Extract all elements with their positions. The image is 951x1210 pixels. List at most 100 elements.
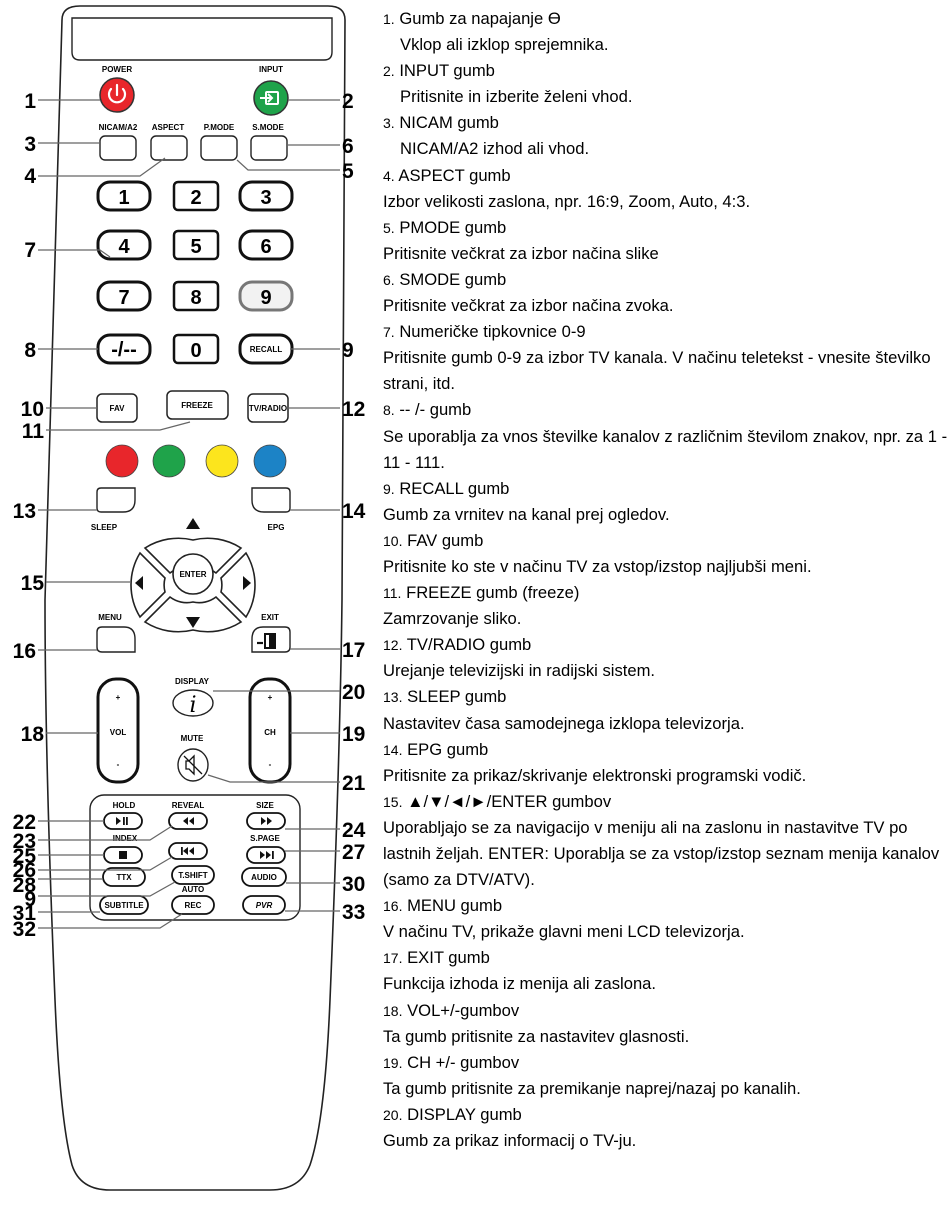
volume-rocker[interactable] xyxy=(96,677,140,784)
description-list: 1. Gumb za napajanje Ө Vklop ali izklop … xyxy=(383,6,949,1154)
callout-9: 9 xyxy=(342,339,354,362)
audio-button[interactable] xyxy=(241,867,287,887)
digit-4-button[interactable] xyxy=(96,229,152,261)
callout-21: 21 xyxy=(342,772,366,795)
desc-3-body: NICAM/A2 izhod ali vhod. xyxy=(400,139,590,159)
digit-2-button[interactable] xyxy=(172,180,220,212)
callout-12: 12 xyxy=(342,398,365,421)
subtitle-label: SUBTITLE xyxy=(104,901,144,910)
desc-2-title: 2. INPUT gumb xyxy=(383,61,495,81)
nicam-label: NICAM/A2 xyxy=(99,123,138,132)
freeze-button[interactable] xyxy=(166,390,229,420)
play-pause-icon xyxy=(116,817,128,825)
red-key[interactable] xyxy=(105,444,139,478)
enter-label: ENTER xyxy=(179,570,206,579)
desc-6-body: Pritisnite večkrat za izbor načina zvoka… xyxy=(383,296,674,316)
enter-button[interactable] xyxy=(172,553,214,595)
right-arrow-icon xyxy=(243,576,251,590)
desc-12-title: 12. TV/RADIO gumb xyxy=(383,635,532,655)
desc-1-title: 1. Gumb za napajanje Ө xyxy=(383,9,561,28)
callout-leader-lines xyxy=(38,99,340,929)
digit-6-button[interactable] xyxy=(238,229,294,261)
up-arrow-icon xyxy=(186,518,200,529)
freeze-label: FREEZE xyxy=(181,401,213,410)
volume-label: VOL xyxy=(110,728,127,737)
digit-0-label: 0 xyxy=(190,340,201,362)
rec-button[interactable] xyxy=(171,895,215,915)
callout-18: 18 xyxy=(21,723,45,746)
left-key[interactable] xyxy=(130,551,166,619)
dash-label: -/-- xyxy=(111,339,137,361)
fav-label: FAV xyxy=(110,404,126,413)
digit-9-button[interactable] xyxy=(238,280,294,312)
remote-top-window xyxy=(71,17,333,61)
desc-11-title: 11. FREEZE gumb (freeze) xyxy=(383,583,580,603)
desc-9-title: 9. RECALL gumb xyxy=(383,478,510,498)
spage-label: S.PAGE xyxy=(250,834,280,843)
tshift-button[interactable] xyxy=(171,865,215,885)
callout-17: 17 xyxy=(342,639,365,662)
callout-33: 33 xyxy=(342,901,365,924)
input-icon xyxy=(260,91,279,105)
recall-label: RECALL xyxy=(250,345,283,354)
green-key[interactable] xyxy=(152,444,186,478)
callout-2: 2 xyxy=(342,90,354,113)
display-button[interactable] xyxy=(172,689,214,717)
digit-7-button[interactable] xyxy=(96,280,152,312)
desc-4-title: 4. ASPECT gumb xyxy=(383,165,511,185)
callout-24: 24 xyxy=(342,819,366,842)
sleep-button[interactable] xyxy=(96,487,136,513)
channel-minus-label: - xyxy=(269,760,272,769)
aspect-label: ASPECT xyxy=(152,123,185,132)
yellow-key[interactable] xyxy=(205,444,239,478)
digit-0-button[interactable] xyxy=(172,333,220,365)
digit-1-label: 1 xyxy=(118,187,129,209)
skip-back-icon xyxy=(181,847,194,855)
aspect-button[interactable] xyxy=(150,135,188,161)
digit-5-button[interactable] xyxy=(172,229,220,261)
right-key[interactable] xyxy=(220,551,256,619)
digit-1-button[interactable] xyxy=(96,180,152,212)
left-arrow-icon xyxy=(135,576,143,590)
ttx-button[interactable] xyxy=(102,867,146,887)
smode-button[interactable] xyxy=(250,135,288,161)
digit-3-label: 3 xyxy=(260,187,271,209)
menu-button[interactable] xyxy=(96,626,136,653)
desc-20-body: Gumb za prikaz informacij o TV-ju. xyxy=(383,1131,637,1151)
pmode-button[interactable] xyxy=(200,135,238,161)
pmode-label: P.MODE xyxy=(204,123,235,132)
input-label: INPUT xyxy=(259,65,283,74)
digit-7-label: 7 xyxy=(118,287,129,309)
desc-6-title: 6. SMODE gumb xyxy=(383,269,507,289)
tvradio-label: TV/RADIO xyxy=(249,404,287,413)
callout-3: 3 xyxy=(24,133,36,156)
skip-forward-icon xyxy=(260,851,274,859)
blue-key[interactable] xyxy=(253,444,287,478)
digit-8-button[interactable] xyxy=(172,280,220,312)
size-label: SIZE xyxy=(256,801,274,810)
down-key[interactable] xyxy=(143,595,243,633)
callout-4: 4 xyxy=(24,165,36,188)
channel-plus-label: + xyxy=(268,693,273,702)
desc-5-title: 5. PMODE gumb xyxy=(383,217,507,237)
power-icon xyxy=(107,83,127,104)
desc-15-body: Uporabljajo se za navigacijo v meniju al… xyxy=(383,817,940,890)
callout-27: 27 xyxy=(342,841,365,864)
callout-28: 28 xyxy=(13,874,37,897)
remote-control-diagram: POWER INPUT NICAM/A2 ASPECT P.MODE S.MOD… xyxy=(13,5,366,1191)
audio-label: AUDIO xyxy=(251,873,277,882)
mute-label: MUTE xyxy=(181,734,204,743)
desc-10-body: Pritisnite ko ste v načinu TV za vstop/i… xyxy=(383,556,812,576)
epg-button[interactable] xyxy=(251,487,291,513)
digit-5-label: 5 xyxy=(190,236,201,258)
index-label: INDEX xyxy=(113,834,138,843)
desc-19-title: 19. CH +/- gumbov xyxy=(383,1052,520,1072)
digit-3-button[interactable] xyxy=(238,180,294,212)
rewind-icon xyxy=(183,817,194,825)
pvr-label: PVR xyxy=(256,901,273,910)
desc-17-body: Funkcija izhoda iz menija ali zaslona. xyxy=(383,974,657,994)
exit-icon xyxy=(257,633,276,649)
channel-label: CH xyxy=(264,728,276,737)
pvr-button[interactable] xyxy=(242,895,286,915)
nicam-button[interactable] xyxy=(99,135,137,161)
